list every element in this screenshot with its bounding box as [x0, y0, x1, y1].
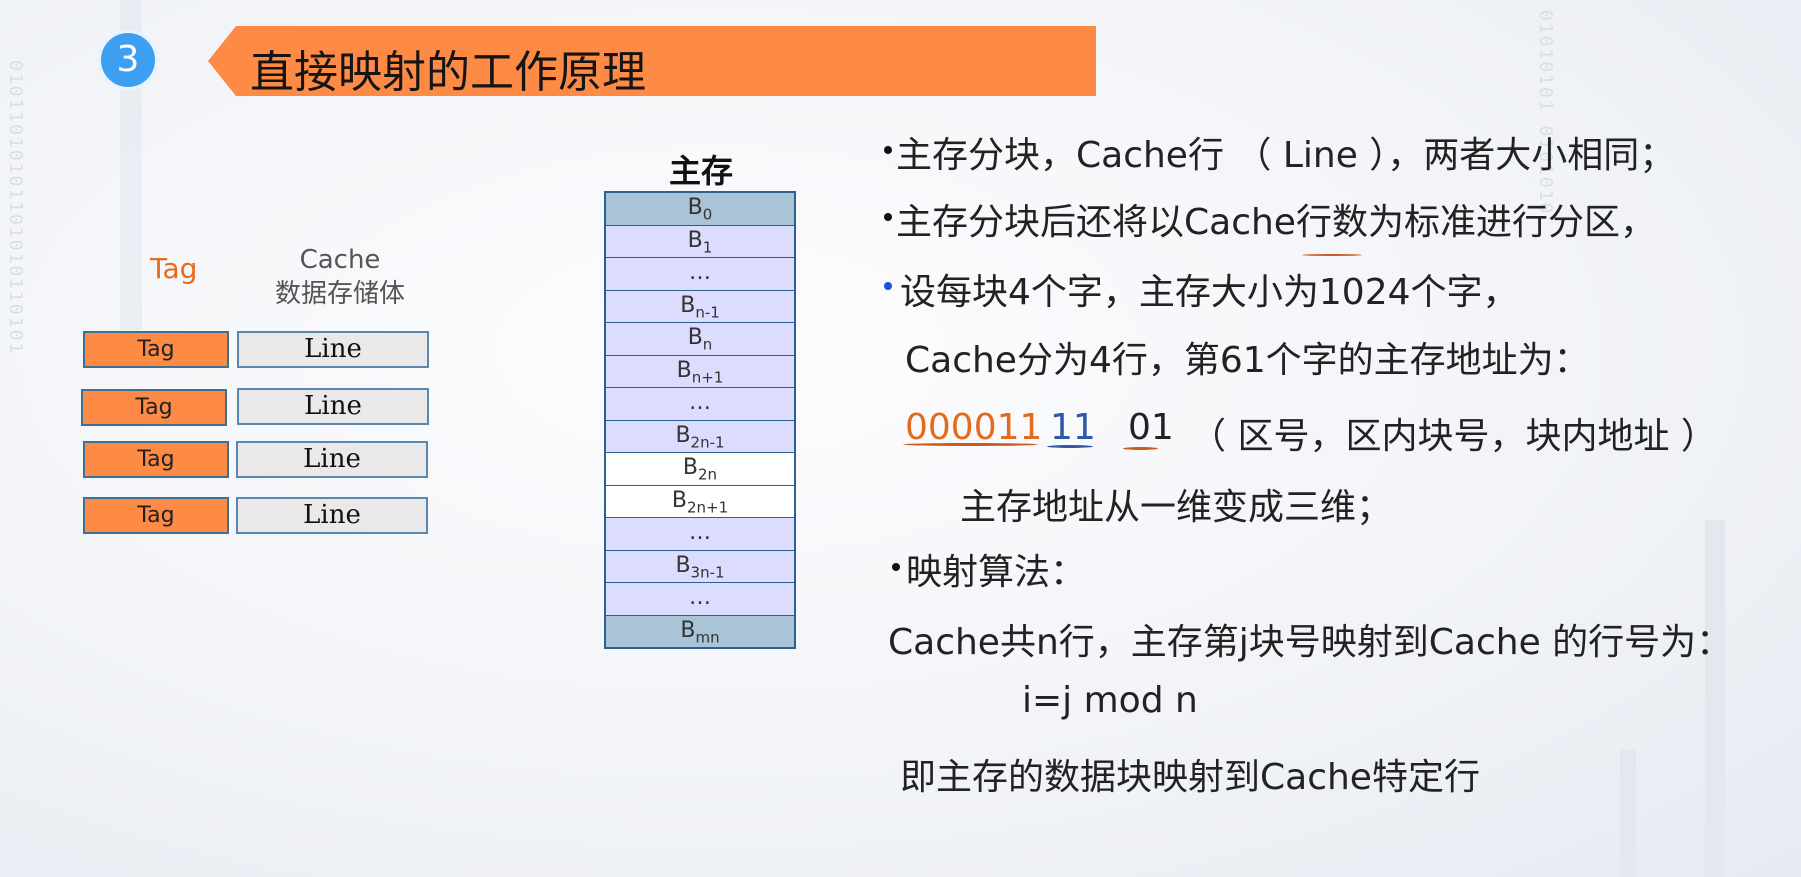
cache-line-3: Line	[236, 497, 428, 534]
arrow-decoration	[1705, 520, 1725, 877]
memory-block: …	[606, 258, 794, 291]
cache-tag-2: Tag	[83, 441, 229, 478]
memory-block: B0	[606, 193, 794, 226]
bullet-dot	[884, 146, 892, 154]
page-title: 直接映射的工作原理	[250, 47, 646, 98]
memory-block: B2n+1	[606, 485, 794, 518]
cache-tag-3: Tag	[83, 497, 229, 534]
title-bar	[208, 26, 1096, 96]
section-number-badge: 3	[101, 33, 155, 87]
memory-block: …	[606, 583, 794, 616]
memory-block: B2n-1	[606, 420, 794, 453]
formula: i=j mod n	[1022, 680, 1198, 721]
memory-block: B2n	[606, 453, 794, 486]
bullet-dot	[884, 282, 892, 290]
address-word: 01	[1128, 407, 1174, 448]
text-line-7: 映射算法：	[906, 552, 1087, 593]
text-line-8: Cache共n行，主存第j块号映射到Cache 的行号为：	[888, 622, 1733, 663]
memory-block: …	[606, 388, 794, 421]
memory-block: …	[606, 518, 794, 551]
text-line-4: Cache分为4行，第61个字的主存地址为：	[905, 340, 1590, 381]
handwritten-underline	[1047, 445, 1093, 448]
text-line-10: 即主存的数据块映射到Cache特定行	[900, 757, 1480, 798]
memory-block: Bn+1	[606, 355, 794, 388]
address-line: 11	[1050, 407, 1096, 448]
cache-line-0: Line	[237, 331, 429, 368]
memory-block: B3n-1	[606, 550, 794, 583]
text-line-3: 设每块4个字，主存大小为1024个字，	[900, 272, 1519, 313]
cache-line-1: Line	[237, 388, 429, 425]
text-line-6: 主存地址从一维变成三维；	[960, 487, 1393, 528]
address-zone: 000011	[905, 407, 1043, 448]
cache-column-header: Cache 数据存储体	[274, 245, 405, 309]
handwritten-underline	[1123, 447, 1158, 450]
bullet-dot	[892, 563, 900, 571]
arrow-decoration	[1620, 750, 1636, 877]
binary-watermark-right: 01010101 0101010	[1535, 10, 1556, 216]
memory-block: Bn	[606, 323, 794, 356]
bullet-dot	[884, 213, 892, 221]
binary-watermark-left: 01011010101101010110101	[5, 60, 26, 356]
handwritten-underline	[903, 443, 1038, 446]
cache-tag-0: Tag	[83, 331, 229, 368]
memory-block: Bn-1	[606, 290, 794, 323]
cache-line-2: Line	[236, 441, 428, 478]
address-note: （ 区号，区内块号，块内地址 ）	[1190, 416, 1717, 457]
cache-tag-1: Tag	[81, 389, 227, 426]
tag-column-header: Tag	[150, 252, 198, 285]
memory-block: Bmn	[606, 615, 794, 647]
text-line-1: 主存分块，Cache行 （ Line ），两者大小相同；	[896, 135, 1676, 176]
main-memory-title: 主存	[668, 152, 733, 190]
handwritten-underline	[1302, 254, 1362, 256]
memory-block: B1	[606, 225, 794, 258]
text-line-2: 主存分块后还将以Cache行数为标准进行分区，	[896, 202, 1656, 243]
